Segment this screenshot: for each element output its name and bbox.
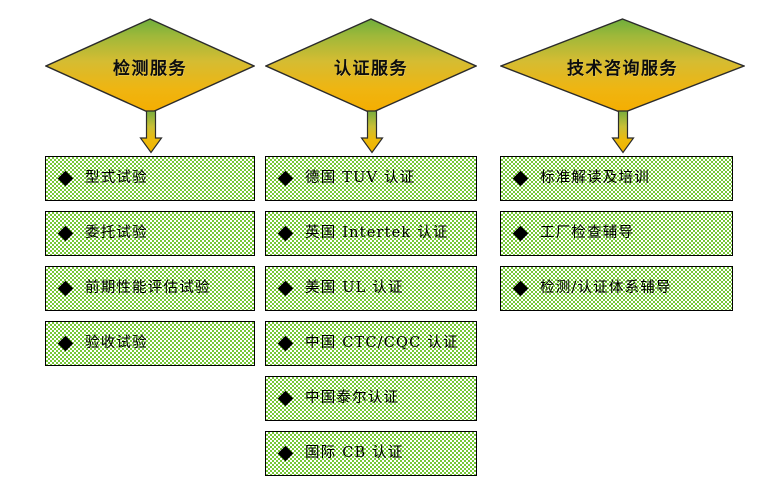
list-item-label: 中国 CTC/CQC 认证 [305,335,459,352]
diamond-bullet-icon [277,335,294,352]
diamond-bullet-icon [277,390,294,407]
diamond-bullet-icon [512,280,529,297]
list-item[interactable]: 标准解读及培训 [500,156,733,201]
list-item[interactable]: 检测/认证体系辅导 [500,266,733,311]
list-item[interactable]: 验收试验 [45,321,255,366]
diamond-label: 认证服务 [334,58,408,79]
diamond-bullet-icon [57,335,74,352]
list-item-label: 德国 TUV 认证 [305,170,416,187]
diamond-bullet-icon [512,170,529,187]
list-item-label: 国际 CB 认证 [305,445,404,462]
list-item[interactable]: 工厂检查辅导 [500,211,733,256]
list-item[interactable]: 型式试验 [45,156,255,201]
diamond-bullet-icon [277,225,294,242]
item-list-technical-consulting-services: 标准解读及培训 工厂检查辅导 检测/认证体系辅导 [500,156,733,311]
column-technical-consulting-services: 技术咨询服务 标准解读及培训 [500,0,745,321]
arrow-connector-testing-services [45,110,255,156]
column-testing-services: 检测服务 型式试验 [45,0,255,376]
list-item-label: 美国 UL 认证 [305,280,404,297]
list-item-label: 验收试验 [85,335,148,352]
list-item-label: 工厂检查辅导 [540,225,635,242]
diamond-bullet-icon [512,225,529,242]
list-item[interactable]: 美国 UL 认证 [265,266,477,311]
arrow-connector-certification-services [265,110,477,156]
list-item-label: 检测/认证体系辅导 [540,280,672,297]
diamond-bullet-icon [277,170,294,187]
list-item-label: 前期性能评估试验 [85,280,211,297]
list-item-label: 中国泰尔认证 [305,390,400,407]
diamond-node-certification-services[interactable]: 认证服务 [265,0,477,116]
diamond-bullet-icon [57,225,74,242]
list-item[interactable]: 国际 CB 认证 [265,431,477,476]
down-arrow-icon [360,110,384,154]
diamond-bullet-icon [57,280,74,297]
arrow-connector-technical-consulting-services [500,110,745,156]
column-certification-services: 认证服务 德国 TUV 认证 [265,0,477,486]
list-item[interactable]: 中国泰尔认证 [265,376,477,421]
diamond-node-technical-consulting-services[interactable]: 技术咨询服务 [500,0,745,116]
diamond-label: 技术咨询服务 [567,58,678,79]
list-item[interactable]: 中国 CTC/CQC 认证 [265,321,477,366]
diamond-bullet-icon [57,170,74,187]
item-list-certification-services: 德国 TUV 认证 英国 Intertek 认证 美国 UL 认证 中国 CTC… [265,156,477,476]
down-arrow-icon [611,110,635,154]
list-item-label: 型式试验 [85,170,148,187]
list-item-label: 英国 Intertek 认证 [305,225,449,242]
list-item-label: 委托试验 [85,225,148,242]
list-item[interactable]: 英国 Intertek 认证 [265,211,477,256]
down-arrow-icon [139,110,163,154]
list-item[interactable]: 德国 TUV 认证 [265,156,477,201]
diamond-label: 检测服务 [113,58,187,79]
item-list-testing-services: 型式试验 委托试验 前期性能评估试验 验收试验 [45,156,255,366]
list-item-label: 标准解读及培训 [540,170,650,187]
diamond-bullet-icon [277,280,294,297]
diamond-bullet-icon [277,445,294,462]
list-item[interactable]: 前期性能评估试验 [45,266,255,311]
list-item[interactable]: 委托试验 [45,211,255,256]
diamond-node-testing-services[interactable]: 检测服务 [45,0,255,116]
